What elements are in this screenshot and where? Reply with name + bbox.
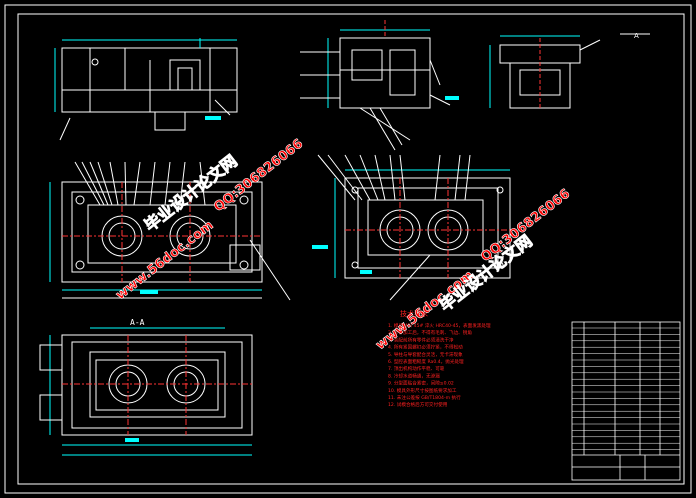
- watermark-brand-right: 毕业设计论文网: [436, 231, 536, 315]
- tech-requirement-line: 4. 所有紧固螺钉必须拧紧，不得松动: [388, 344, 463, 351]
- tech-requirement-line: 5. 导柱与导套配合灵活，无卡滞现象: [388, 351, 463, 358]
- middle-right-view: [317, 154, 511, 301]
- watermark-brand-right-group: 毕业设计论文网: [435, 231, 536, 316]
- top-right-view: [489, 33, 650, 109]
- tech-requirements-title: 技术要求: [400, 309, 428, 318]
- tech-requirement-line: 2. 零件加工后，不得有毛刺、飞边、锐角: [388, 329, 472, 336]
- dimension-markers: [125, 96, 459, 442]
- tech-requirement-line: 12. 试模合格后方可交付使用: [388, 401, 448, 408]
- parts-list-rows: [572, 327, 680, 450]
- section-label: A-A: [130, 318, 145, 327]
- middle-left-view: [49, 161, 291, 301]
- tech-requirement-line: 1. 模具材料 45# 淬火 HRC40-45，表面发黑处理: [388, 322, 491, 329]
- tech-requirement-line: 9. 分型面贴合紧密，间隙≤0.02: [388, 380, 454, 387]
- tech-requirement-line: 8. 冷却水道畅通，无渗漏: [388, 372, 440, 379]
- sheet-border-outer: [4, 4, 692, 494]
- title-block: [571, 321, 681, 481]
- sheet-border-inner: [17, 13, 685, 485]
- tech-requirement-line: 3. 装配前所有零件必须清洗干净: [388, 336, 454, 343]
- top-left-view: [54, 38, 238, 141]
- tech-requirement-line: 7. 顶出机构动作平稳、可靠: [388, 365, 445, 372]
- view-tag: A: [634, 32, 639, 40]
- bottom-left-section-view: [39, 327, 253, 456]
- tech-requirement-line: 6. 型腔表面粗糙度 Ra0.4，抛光处理: [388, 358, 464, 365]
- top-center-view: [300, 20, 451, 151]
- tech-requirement-line: 10. 模具外形尺寸按图纸要求加工: [388, 387, 457, 394]
- tech-requirement-line: 11. 未注公差按 GB/T1804-m 执行: [388, 394, 461, 401]
